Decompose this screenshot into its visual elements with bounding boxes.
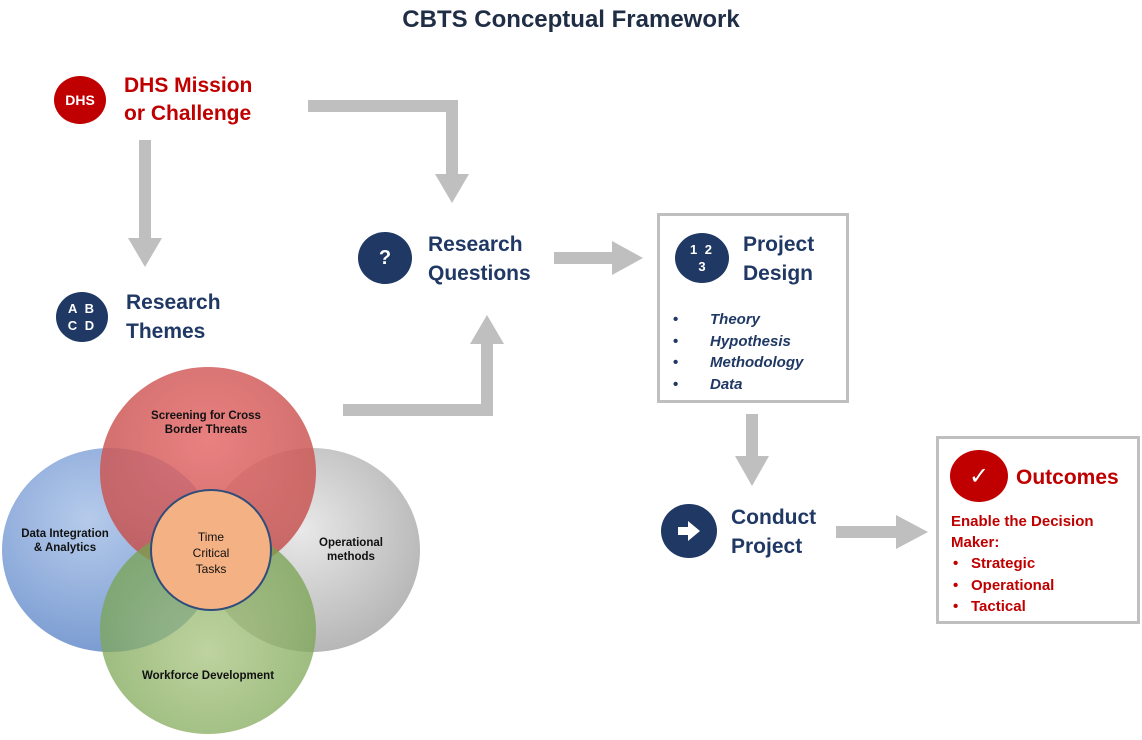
outcomes-items: Strategic Operational Tactical	[951, 553, 1054, 618]
arrow-venn-to-questions-head	[470, 315, 504, 344]
design-item: Data	[673, 374, 803, 396]
venn-label-left: Data Integration & Analytics	[21, 528, 109, 554]
numbers-icon: 1 2 3	[675, 233, 729, 283]
arrow-questions-to-design-head	[612, 241, 643, 275]
questions-label-line1: Research	[428, 233, 523, 256]
outcomes-box: ✓ Outcomes Enable the Decision Maker: St…	[936, 436, 1140, 624]
design-item: Methodology	[673, 352, 803, 374]
arrow-conduct-to-outcomes-shaft	[836, 526, 898, 538]
arrow-conduct-to-outcomes-head	[896, 515, 928, 549]
venn-label-center: Time Critical Tasks	[192, 530, 230, 576]
venn-center-circle	[150, 489, 272, 611]
dhs-badge-icon: DHS	[54, 76, 106, 124]
project-design-box: 1 2 3 Project Design Theory Hypothesis M…	[657, 213, 849, 403]
mission-label-line2: or Challenge	[124, 102, 252, 125]
design-item: Hypothesis	[673, 331, 803, 353]
venn-label-bottom: Workforce Development	[141, 670, 275, 682]
design-item: Theory	[673, 309, 803, 331]
conduct-label: Conduct Project	[731, 503, 816, 561]
arrow-design-to-conduct-head	[735, 456, 769, 486]
themes-label-line2: Themes	[126, 320, 206, 343]
design-label: Project Design	[743, 230, 814, 288]
outcomes-subtitle-line1: Enable the Decision	[951, 513, 1094, 530]
outcome-item: Strategic	[951, 553, 1054, 575]
questions-label-line2: Questions	[428, 262, 531, 285]
arrow-mission-to-questions-head	[435, 174, 469, 203]
page-title: CBTS Conceptual Framework	[402, 6, 740, 33]
arrow-venn-to-questions-h	[343, 404, 491, 416]
design-label-line2: Design	[743, 262, 814, 285]
abcd-icon: A B C D	[56, 292, 108, 342]
arrow-right-icon	[661, 504, 717, 558]
questions-label: Research Questions	[428, 230, 531, 288]
arrow-questions-to-design-shaft	[554, 252, 614, 264]
outcomes-subtitle-line2: Maker:	[951, 534, 1000, 551]
venn-label-right: Operational methods	[319, 537, 383, 563]
themes-label-line1: Research	[126, 291, 221, 314]
arrow-mission-to-themes-shaft	[139, 140, 151, 238]
mission-label: DHS Mission or Challenge	[124, 72, 252, 128]
conduct-label-line1: Conduct	[731, 506, 817, 529]
arrow-design-to-conduct-shaft	[746, 414, 758, 458]
question-icon: ?	[358, 232, 412, 284]
outcome-item: Tactical	[951, 596, 1054, 618]
arrow-mission-to-questions-v	[446, 100, 458, 174]
mission-label-line1: DHS Mission	[124, 74, 253, 97]
design-items: Theory Hypothesis Methodology Data	[673, 309, 803, 395]
outcomes-subtitle: Enable the Decision Maker:	[951, 511, 1094, 553]
themes-label: Research Themes	[126, 288, 221, 346]
conduct-label-line2: Project	[731, 535, 803, 558]
outcomes-title: Outcomes	[1016, 466, 1119, 489]
research-themes-venn	[2, 367, 420, 734]
checkmark-icon: ✓	[950, 450, 1008, 502]
outcome-item: Operational	[951, 575, 1054, 597]
design-label-line1: Project	[743, 233, 815, 256]
arrow-mission-to-questions-h	[308, 100, 458, 112]
arrow-mission-to-themes-head	[128, 238, 162, 267]
venn-label-top: Screening for Cross Border Threats	[151, 410, 261, 436]
arrow-venn-to-questions-v	[481, 344, 493, 416]
